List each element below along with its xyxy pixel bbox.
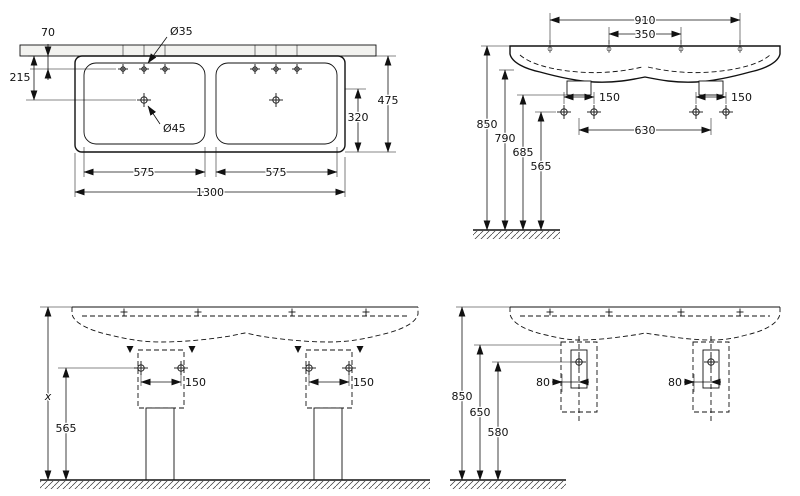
dim-label-x: x bbox=[44, 390, 52, 403]
fixing-hole-symbol bbox=[173, 360, 189, 376]
anchor-mark bbox=[546, 308, 554, 316]
dim-label-215: 215 bbox=[10, 71, 31, 84]
anchor-mark bbox=[677, 308, 685, 316]
dim-label-565: 565 bbox=[531, 160, 552, 173]
dim-label-70: 70 bbox=[41, 26, 55, 39]
anchor-mark bbox=[120, 308, 128, 316]
dim-label-910: 910 bbox=[635, 14, 656, 27]
dim-label-850: 850 bbox=[477, 118, 498, 131]
trap-box-right bbox=[305, 349, 353, 409]
dim-label-drain-dia: Ø45 bbox=[163, 122, 186, 135]
fixing-hole-symbol bbox=[688, 104, 704, 120]
fixing-hole-symbol bbox=[133, 360, 149, 376]
dim-label-tap-dia: Ø35 bbox=[170, 25, 193, 38]
dim-label-350: 350 bbox=[635, 28, 656, 41]
dim-label-650: 650 bbox=[470, 406, 491, 419]
fixing-arrow bbox=[126, 346, 134, 353]
installation-front-view: x 565 150 150 bbox=[40, 306, 430, 489]
fixing-boss-right bbox=[698, 80, 724, 96]
dim-label-1300: 1300 bbox=[196, 186, 224, 199]
fixing-hole-symbol bbox=[301, 360, 317, 376]
anchor-mark bbox=[288, 308, 296, 316]
dim-label-850: 850 bbox=[452, 390, 473, 403]
dim-label-685: 685 bbox=[513, 146, 534, 159]
floor-hatch bbox=[450, 481, 566, 489]
fixing-hole-symbol bbox=[341, 360, 357, 376]
basin-hidden-outline bbox=[509, 307, 781, 341]
fixing-hole-symbol bbox=[703, 354, 719, 370]
dim-label-150-left: 150 bbox=[599, 91, 620, 104]
basin-profile bbox=[509, 45, 781, 83]
dim-label-790: 790 bbox=[495, 132, 516, 145]
floor-hatch bbox=[40, 481, 430, 489]
dim-label-150-right: 150 bbox=[731, 91, 752, 104]
trap-box-left bbox=[137, 349, 185, 409]
dim-label-80-left: 80 bbox=[536, 376, 550, 389]
fixing-arrow bbox=[188, 346, 196, 353]
dim-label-565: 565 bbox=[56, 422, 77, 435]
bowl-hidden-contour bbox=[519, 54, 771, 74]
fixing-hole-symbol bbox=[571, 354, 587, 370]
dim-label-575-right: 575 bbox=[266, 166, 287, 179]
plan-view: 70 215 Ø35 Ø45 475 320 575 575 1300 bbox=[8, 24, 400, 201]
dim-label-80-right: 80 bbox=[668, 376, 682, 389]
fixing-hole-symbol bbox=[556, 104, 572, 120]
dim-label-320: 320 bbox=[348, 111, 369, 124]
floor-hatch bbox=[473, 231, 560, 239]
anchor-mark bbox=[362, 308, 370, 316]
dim-label-630: 630 bbox=[635, 124, 656, 137]
dim-label-575-left: 575 bbox=[134, 166, 155, 179]
anchor-mark bbox=[736, 308, 744, 316]
dim-label-150-left: 150 bbox=[185, 376, 206, 389]
dim-label-475: 475 bbox=[378, 94, 399, 107]
anchor-mark bbox=[605, 308, 613, 316]
basin-hidden-outline bbox=[71, 307, 419, 343]
installation-side-view: 850 650 580 80 80 bbox=[450, 306, 781, 489]
anchor-mark bbox=[194, 308, 202, 316]
fixing-hole-symbol bbox=[718, 104, 734, 120]
fixing-hole-symbol bbox=[586, 104, 602, 120]
wall-line bbox=[19, 44, 377, 57]
fixing-boss-left bbox=[566, 80, 592, 96]
front-elevation-view: 910 350 150 150 630 850 790 685 565 bbox=[473, 13, 781, 239]
drain-pipe-right bbox=[313, 407, 343, 481]
dim-label-150-right: 150 bbox=[353, 376, 374, 389]
fixing-arrow bbox=[356, 346, 364, 353]
drain-pipe-left bbox=[145, 407, 175, 481]
dim-label-580: 580 bbox=[488, 426, 509, 439]
fixing-arrow bbox=[294, 346, 302, 353]
